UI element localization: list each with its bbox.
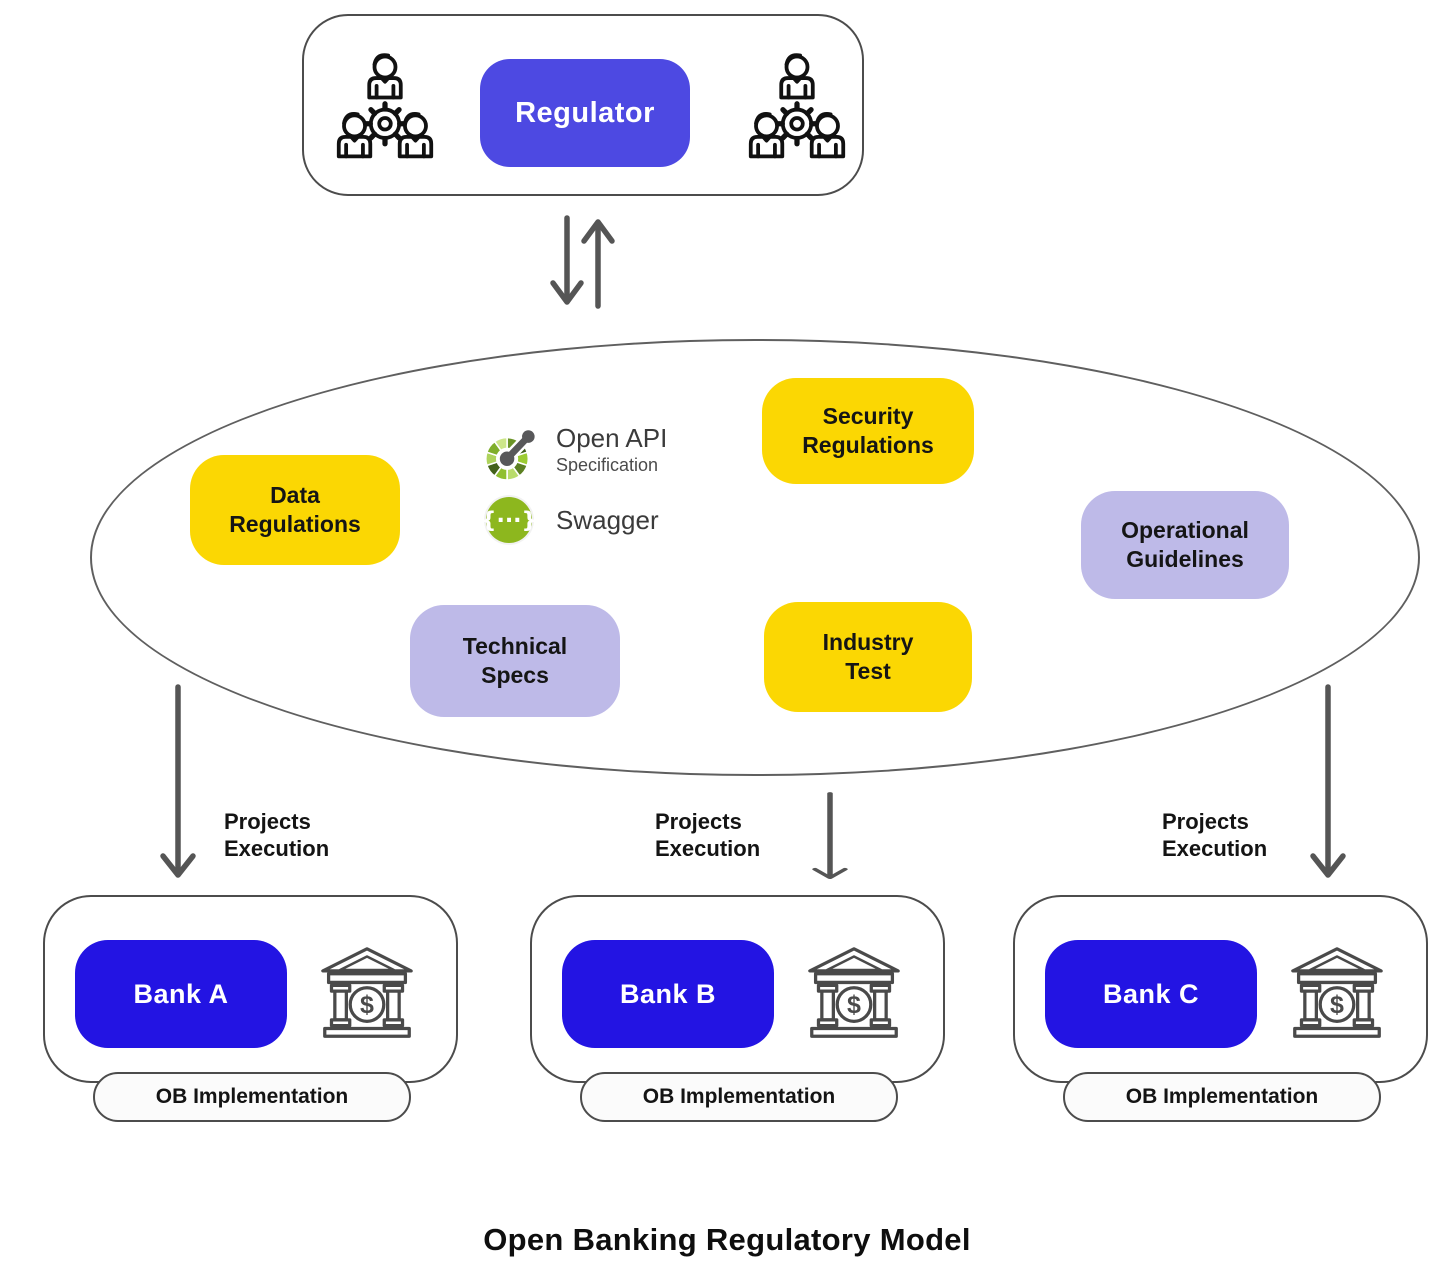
team-gear-icon — [332, 46, 438, 170]
openapi-text: Open API Specification — [556, 424, 667, 475]
bank-a-node: Bank A — [75, 940, 287, 1048]
two-way-arrow-icon — [550, 215, 615, 309]
bank-b-node: Bank B — [562, 940, 774, 1048]
ob-implementation-badge: OB Implementation — [580, 1072, 898, 1122]
regulator-node: Regulator — [480, 59, 690, 167]
bank-c-panel: Bank C OB Implementation — [1013, 895, 1428, 1122]
bank-a-panel: Bank A OB Implementation — [43, 895, 458, 1122]
pill-data-regulations: Data Regulations — [190, 455, 400, 565]
swagger-logo-icon — [483, 495, 535, 545]
swagger-label: Swagger — [556, 504, 659, 535]
bank-building-icon — [808, 947, 900, 1038]
regulator-panel: Regulator — [302, 14, 864, 196]
projects-execution-label: Projects Execution — [224, 809, 330, 862]
pill-industry-test: Industry Test — [764, 602, 972, 712]
ob-implementation-badge: OB Implementation — [1063, 1072, 1381, 1122]
projects-execution-label: Projects Execution — [655, 809, 761, 862]
team-gear-icon — [744, 46, 850, 170]
down-arrow-icon — [1306, 684, 1350, 880]
pill-security-regulations: Security Regulations — [762, 378, 974, 484]
bank-b-panel: Bank B OB Implementation — [530, 895, 945, 1122]
regulator-label: Regulator — [515, 96, 655, 129]
bank-c-node: Bank C — [1045, 940, 1257, 1048]
ob-implementation-badge: OB Implementation — [93, 1072, 411, 1122]
bank-building-icon — [1291, 947, 1383, 1038]
openapi-subtitle: Specification — [556, 454, 659, 475]
pill-operational-guidelines: Operational Guidelines — [1081, 491, 1289, 599]
openapi-logo-icon — [480, 424, 538, 482]
down-arrow-icon — [808, 792, 852, 880]
diagram-title: Open Banking Regulatory Model — [483, 1222, 971, 1257]
bank-a-label: Bank A — [133, 978, 229, 1009]
pill-technical-specs: Technical Specs — [410, 605, 620, 717]
projects-execution-label: Projects Execution — [1162, 809, 1268, 862]
bank-b-label: Bank B — [619, 978, 717, 1009]
bank-c-label: Bank C — [1102, 978, 1200, 1009]
openapi-title: Open API — [556, 423, 668, 453]
down-arrow-icon — [156, 684, 200, 880]
bank-building-icon — [321, 947, 413, 1038]
